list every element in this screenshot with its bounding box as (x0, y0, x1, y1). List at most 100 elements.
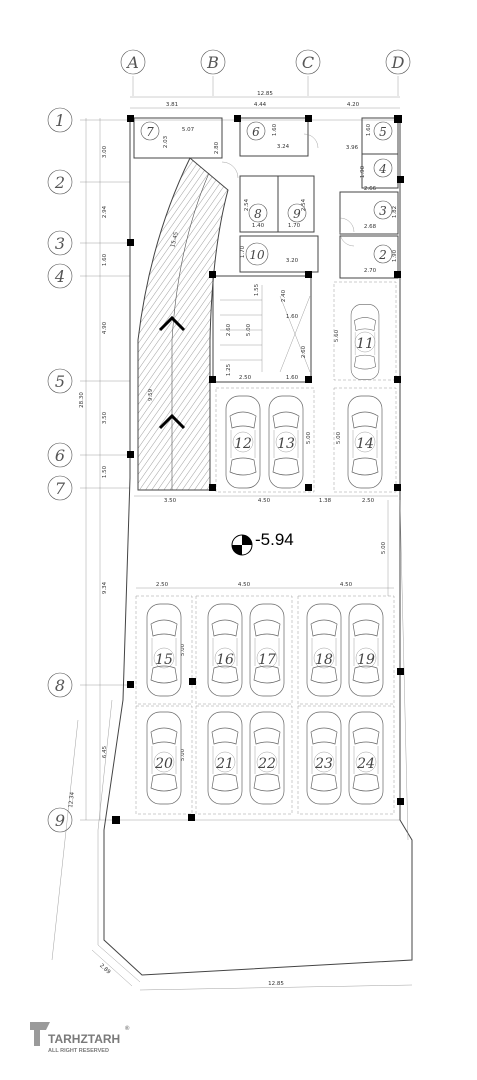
dimension-label: 5.00 (381, 541, 387, 554)
grid-column-bubble-b: B (200, 49, 226, 75)
dimension-label: 4.44 (254, 102, 267, 108)
dimension-label: 3.96 (346, 145, 359, 151)
elevation-label: -5.94 (255, 530, 294, 549)
dimension-label: 2.40 (281, 289, 287, 302)
dimension-label: 5.07 (182, 127, 195, 133)
dimension-label: 1.60 (366, 123, 372, 136)
left-dimensions: 3.00 2.94 1.60 4.90 3.50 1.50 9.34 6.45 … (51, 118, 108, 961)
dimension-label: 2.54 (301, 198, 307, 211)
dimension-label: 1.40 (252, 223, 265, 229)
parking-spot-16: 16 (207, 603, 243, 697)
grid-row-label: 9 (55, 811, 65, 830)
dimension-label: 1.70 (240, 245, 246, 258)
parking-spot-14: 14 (347, 395, 383, 489)
dimension-label: 1.82 (392, 206, 398, 218)
parking-spot-number: 17 (258, 652, 276, 668)
parking-spot-22: 22 (249, 711, 285, 805)
dimension-label: 5.00 (336, 431, 342, 444)
room-label: 9 (293, 207, 301, 221)
dimension-label: 1.25 (226, 363, 232, 376)
dimension-label: 3.00 (102, 145, 108, 158)
dimension-label: 2.68 (364, 224, 377, 230)
dimension-label: 1.90 (360, 165, 366, 178)
parking-spot-12: 12 (225, 395, 261, 489)
parking-spot-23: 23 (306, 711, 342, 805)
parking-spot-number: 14 (356, 436, 374, 452)
dimension-label: 4.50 (258, 498, 271, 504)
grid-column-label: C (302, 53, 314, 72)
dimension-label: 2.60 (226, 323, 232, 336)
parking-spot-number: 18 (315, 652, 333, 668)
room-label: 5 (379, 125, 387, 139)
dimension-label: 9.34 (102, 581, 108, 594)
dimension-label: 2.50 (239, 375, 252, 381)
dimension-label: 2.70 (364, 268, 377, 274)
parking-spot-21: 21 (207, 711, 243, 805)
grid-column-bubble-a: A (120, 49, 146, 75)
room-labels: 7 6 5 4 8 9 3 2 10 (140, 121, 393, 266)
dimension-label: 3.50 (102, 411, 108, 424)
grid-column-label: A (125, 53, 139, 72)
parking-spot-number: 19 (357, 652, 375, 668)
parking-bays (135, 281, 397, 815)
dimension-label: 5.00 (246, 323, 252, 336)
dimension-label: 1.60 (102, 253, 108, 266)
dimension-label: 5.60 (334, 329, 340, 342)
grid-row-bubbles: 1 2 3 4 5 6 7 8 9 (47, 107, 73, 833)
dimension-label: 5.00 (180, 748, 186, 761)
dimension-label: 1.50 (102, 465, 108, 478)
parking-spot-number: 23 (314, 756, 333, 772)
room-label: 10 (249, 248, 265, 262)
parking-spot-24: 24 (348, 711, 384, 805)
room-label: 2 (378, 248, 387, 262)
grid-row-label: 5 (55, 372, 65, 391)
dimension-label: 2.03 (163, 135, 169, 148)
parking-spot-number: 16 (216, 652, 234, 668)
parking-spot-number: 15 (155, 652, 173, 668)
grid-row-label: 4 (54, 267, 65, 286)
room-label: 7 (146, 125, 154, 139)
structural-columns (112, 115, 404, 824)
dimension-label: 3.50 (164, 498, 177, 504)
dimension-label: 1.60 (286, 314, 299, 320)
logo-tagline: ALL RIGHT RESERVED (48, 1048, 109, 1054)
parking-spot-number: 12 (234, 436, 252, 452)
room-label: 6 (252, 125, 260, 139)
dimension-label: 1.38 (319, 498, 332, 504)
bottom-dimensions: 12.85 2.89 (91, 949, 413, 991)
grid-column-label: D (391, 53, 405, 72)
grid-row-label: 6 (55, 446, 65, 465)
parking-spot-number: 22 (257, 756, 276, 772)
parking-spot-17: 17 (249, 603, 285, 697)
dimension-label: 4.20 (347, 102, 360, 108)
dimension-label: 2.94 (102, 205, 108, 218)
dimension-label: 2.60 (301, 345, 307, 358)
ramp: 15.45 9.59 (137, 157, 229, 491)
dimension-label: 4.90 (102, 321, 108, 334)
service-block (133, 117, 399, 383)
dimension-label: 2.66 (364, 186, 377, 192)
dimension-label: 15.45 (170, 231, 180, 248)
dimension-label: 12.85 (268, 981, 284, 987)
parking-spot-number: 13 (277, 436, 295, 452)
parking-spot-11: 11 (350, 303, 380, 381)
top-dimensions: 12.85 3.81 4.44 4.20 (130, 91, 400, 109)
parking-spot-15: 15 (146, 603, 182, 697)
dimension-label: 4.50 (340, 582, 353, 588)
parking-spot-19: 19 (348, 603, 384, 697)
grid-column-label: B (206, 53, 219, 72)
grid-row-label: 1 (55, 111, 65, 130)
parking-spot-number: 21 (215, 756, 234, 772)
grid-row-label: 7 (55, 479, 66, 498)
dimension-label: 12.85 (257, 91, 273, 97)
mid-dimensions: 3.50 4.50 1.38 2.50 2.50 4.50 4.50 5.00 (134, 495, 398, 596)
dimension-label: 1.70 (288, 223, 301, 229)
logo-registered-mark: ® (125, 1025, 130, 1032)
grid-row-label: 8 (55, 676, 65, 695)
grid-row-label: 2 (54, 173, 65, 192)
dimension-label: 1.90 (392, 249, 398, 262)
room-label: 3 (379, 204, 387, 218)
parking-spot-20: 20 (146, 711, 182, 805)
dimension-label: 3.24 (277, 144, 290, 150)
parking-spots: 11 12 13 14 15 16 17 18 19 20 21 22 23 2… (146, 303, 384, 805)
